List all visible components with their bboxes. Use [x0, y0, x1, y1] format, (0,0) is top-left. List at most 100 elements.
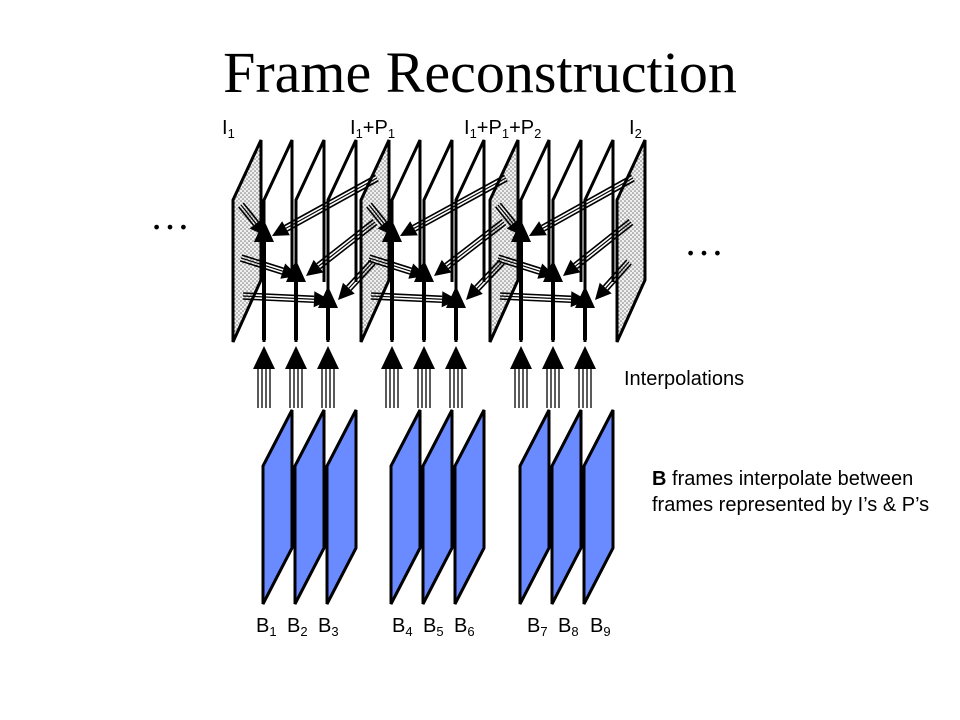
b-label-2-base: B — [287, 615, 301, 637]
b-label-8-base: B — [558, 615, 572, 637]
interpolation-arrow — [253, 346, 275, 408]
arrow-head — [338, 282, 355, 300]
forward-arrow — [239, 254, 298, 279]
b-note-bold: B — [652, 468, 667, 490]
arrow-shaft-line — [370, 202, 387, 223]
reference-frame — [488, 139, 520, 343]
interp-arrow-head — [253, 346, 275, 369]
ellipsis-right: … — [684, 219, 726, 264]
b-frame-label: B7 — [527, 614, 548, 638]
top-label-2-sub: 1 — [469, 126, 477, 141]
b-frame — [293, 409, 326, 605]
label-i2: I2 — [629, 116, 642, 140]
interpolation-arrow — [510, 346, 532, 408]
interp-arrow-head — [413, 346, 435, 369]
arrow-head — [595, 282, 612, 300]
arrow-shaft-line — [238, 206, 255, 226]
arrow-head — [272, 221, 290, 236]
b-frame-label: B2 — [287, 614, 308, 638]
interp-arrow-head — [445, 346, 467, 369]
b-frame-label: B4 — [392, 614, 413, 638]
arrow-shaft-line — [607, 263, 632, 291]
motion-arrows — [238, 174, 635, 340]
interp-arrow-head — [381, 346, 403, 369]
frame-arrow-head — [511, 220, 531, 242]
b-label-9-base: B — [590, 615, 604, 637]
b-label-6-sub: 6 — [467, 624, 475, 639]
arrow-shaft-line — [284, 174, 376, 227]
arrow-head — [466, 282, 483, 300]
b-frame-label: B8 — [558, 614, 579, 638]
top-label-3-sub: 2 — [634, 126, 642, 141]
b-frame — [518, 409, 551, 605]
arrow-shaft-line — [318, 221, 376, 267]
b-frame-label: B1 — [256, 614, 277, 638]
interp-arrow-head — [285, 346, 307, 369]
arrow-shaft-line — [412, 174, 505, 227]
b-label-5-sub: 5 — [436, 624, 444, 639]
b-frame — [325, 409, 358, 605]
b-note-text: frames interpolate between frames repres… — [652, 468, 930, 516]
arrow-shaft-line — [368, 204, 385, 224]
frame-arrow-head — [254, 220, 274, 242]
arrow-shaft-line — [319, 223, 378, 270]
arrow-shaft-line — [242, 202, 259, 223]
b-label-3-base: B — [318, 615, 332, 637]
b-frame-label: B9 — [590, 614, 611, 638]
b-label-3-sub: 3 — [331, 624, 339, 639]
backward-arrow — [595, 259, 632, 300]
forward-arrow — [370, 291, 458, 308]
arrow-shaft-line — [370, 295, 443, 300]
b-frames — [261, 409, 615, 605]
arrow-shaft-line — [500, 292, 572, 298]
top-label-1-part-0-sub: 1 — [387, 126, 396, 141]
b-label-4-sub: 4 — [405, 624, 413, 639]
label-i1: I1 — [222, 116, 235, 140]
interp-arrow-head — [510, 346, 532, 369]
frame-arrow-head — [382, 220, 402, 242]
frame-arrow-head — [318, 286, 338, 308]
top-label-2-base: I — [464, 117, 470, 139]
b-label-7-base: B — [527, 615, 541, 637]
arrow-shaft-line — [240, 204, 257, 224]
arrow-shaft-line — [350, 263, 376, 291]
top-label-2-part-1-sub: 2 — [534, 126, 542, 141]
arrow-shaft-line — [368, 257, 411, 272]
arrow-head — [313, 291, 330, 308]
frame-arrow-head — [543, 260, 563, 282]
arrow-shaft-line — [413, 177, 507, 229]
arrow-shaft-line — [496, 260, 540, 275]
b-label-1-base: B — [256, 615, 270, 637]
arrow-shaft-line — [287, 179, 379, 232]
arrow-shaft-line — [541, 174, 632, 227]
reconstructed-frame — [551, 139, 583, 342]
arrow-shaft-line — [499, 298, 571, 304]
interpolation-arrow — [413, 346, 435, 408]
page-title: Frame Reconstruction — [223, 40, 737, 105]
interpolations-label: Interpolations — [624, 368, 745, 390]
reference-frames — [231, 139, 647, 343]
b-frame — [389, 409, 422, 605]
arrow-shaft-line — [476, 261, 503, 289]
backward-arrow — [434, 218, 507, 276]
arrow-shaft-line — [348, 261, 374, 289]
top-label-1-sub: 1 — [355, 126, 363, 141]
backward-arrow — [529, 174, 635, 236]
b-label-8-sub: 8 — [571, 624, 579, 639]
arrow-shaft-line — [366, 206, 383, 226]
backward-arrow — [306, 219, 378, 276]
arrow-shaft-line — [497, 257, 540, 272]
arrow-shaft-line — [285, 177, 378, 229]
arrow-shaft-line — [602, 259, 628, 287]
backward-arrow — [338, 259, 376, 300]
b-frame-label: B6 — [454, 614, 475, 638]
interp-arrow-head — [574, 346, 596, 369]
arrow-shaft-line — [499, 202, 516, 223]
arrow-head — [570, 291, 587, 308]
top-label-2-part-0-base: +P — [476, 117, 502, 139]
frame-arrow-head — [414, 260, 434, 282]
interpolation-arrow — [381, 346, 403, 408]
arrow-shaft-line — [242, 295, 315, 300]
arrow-shaft-line — [497, 204, 514, 224]
